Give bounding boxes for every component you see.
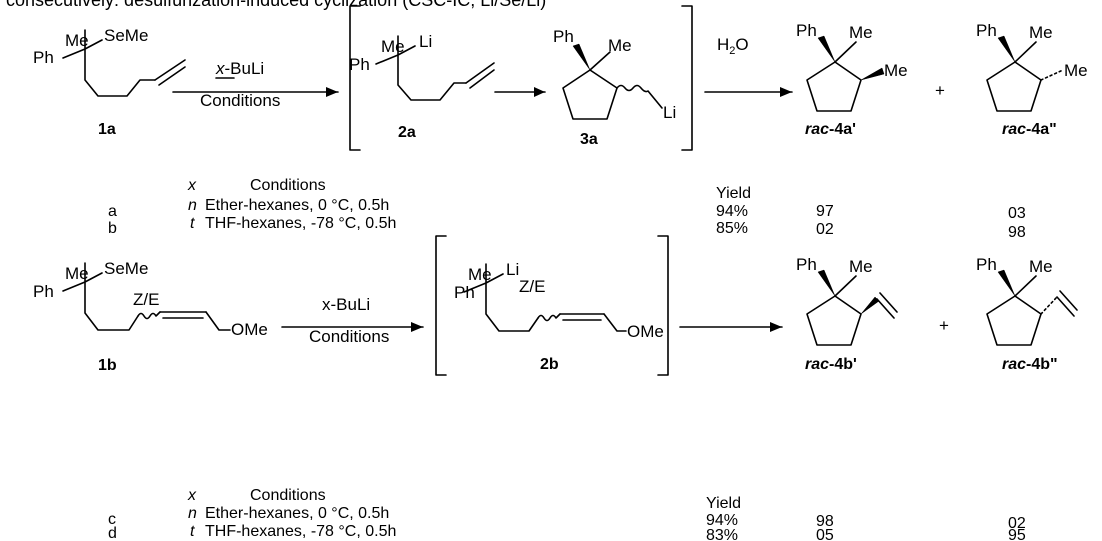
plus-sign-2: +: [939, 316, 949, 335]
structure-3a: Ph Me Li: [553, 27, 676, 122]
compound-label-4a-double-prime: rac-4a": [1002, 121, 1057, 138]
reagent-row1-bottom: Conditions: [200, 91, 280, 110]
atom-ph-4a1: Ph: [796, 21, 817, 40]
atom-ph-1a: Ph: [33, 48, 54, 67]
conditions-table-2: x Conditions Yield c n Ether-hexanes, 0 …: [108, 487, 1026, 541]
structure-4b-prime: Ph Me: [796, 255, 898, 346]
table1-row-a-entry: a: [108, 203, 117, 220]
bracket-right-2: [657, 235, 669, 376]
table2-row-c-p1: 98: [816, 513, 834, 530]
atom-seme-1a: SeMe: [104, 26, 148, 45]
table1-row-b-p2: 98: [1008, 224, 1026, 241]
reagent-row2-top: x-BuLi: [322, 295, 370, 314]
table2-header-conditions: Conditions: [250, 487, 326, 504]
atom-ph-4b2: Ph: [976, 255, 997, 274]
atom-me-4a2-a: Me: [1029, 23, 1053, 42]
table2-row-d-entry: d: [108, 525, 117, 541]
table1-row-a-x: n: [188, 197, 197, 214]
table2-row-d-x: t: [190, 523, 195, 540]
atom-me-1a: Me: [65, 31, 89, 50]
table2-header-yield: Yield: [706, 495, 741, 512]
atom-ze-1b: Z/E: [133, 290, 159, 309]
table1-row-a-p2: 03: [1008, 205, 1026, 222]
structure-4a-prime: Ph Me Me: [796, 21, 908, 112]
bracket-right-1: [681, 5, 693, 151]
table2-row-d-p1: 05: [816, 527, 834, 541]
table1-row-a-p1: 97: [816, 203, 834, 220]
table1-row-b-entry: b: [108, 220, 117, 237]
compound-label-4b-double-prime: rac-4b": [1002, 356, 1058, 373]
atom-ph-1b: Ph: [33, 282, 54, 301]
arrow-head-quench: [780, 87, 792, 97]
structure-1b: Me Ph SeMe Z/E OMe: [33, 259, 268, 339]
table1-row-b-p1: 02: [816, 221, 834, 238]
compound-label-4b-prime: rac-4b': [805, 356, 857, 373]
reagent-row1-top: x-BuLi: [215, 59, 264, 78]
compound-label-3a: 3a: [580, 131, 598, 148]
atom-ome-2b: OMe: [627, 322, 664, 341]
table2-row-c-x: n: [188, 505, 197, 522]
compound-label-2b: 2b: [540, 356, 559, 373]
atom-ph-4a2: Ph: [976, 21, 997, 40]
atom-me-3a: Me: [608, 36, 632, 55]
table1-row-b-x: t: [190, 215, 195, 232]
atom-me-1b: Me: [65, 264, 89, 283]
atom-li-2b: Li: [506, 260, 519, 279]
atom-ph-2a: Ph: [349, 55, 370, 74]
table2-row-d-yield: 83%: [706, 527, 738, 541]
table1-header-x: x: [187, 177, 197, 194]
atom-li-2a: Li: [419, 32, 432, 51]
arrow-head-intramolecular: [534, 87, 545, 97]
conditions-table-1: x Conditions Yield a n Ether-hexanes, 0 …: [108, 177, 1026, 241]
table2-row-d-p2: 95: [1008, 527, 1026, 541]
atom-ph-4b1: Ph: [796, 255, 817, 274]
header-text: consecutively: desulfurization-induced c…: [6, 0, 546, 10]
table2-row-c-conditions: Ether-hexanes, 0 °C, 0.5h: [205, 505, 389, 522]
plus-sign-1: +: [935, 81, 945, 100]
atom-me-4a2-b: Me: [1064, 61, 1088, 80]
compound-label-1b: 1b: [98, 357, 117, 374]
atom-seme-1b: SeMe: [104, 259, 148, 278]
arrow-head-3: [770, 322, 782, 332]
table2-header-x: x: [187, 487, 197, 504]
table1-row-a-yield: 94%: [716, 203, 748, 220]
atom-me-4b1: Me: [849, 257, 873, 276]
compound-label-4a-prime: rac-4a': [805, 121, 856, 138]
table2-row-d-conditions: THF-hexanes, -78 °C, 0.5h: [205, 523, 396, 540]
structure-2a: Me Ph Li: [349, 32, 495, 101]
reagent-water: H2O: [717, 35, 749, 57]
table1-row-a-conditions: Ether-hexanes, 0 °C, 0.5h: [205, 197, 389, 214]
table2-row-c-entry: c: [108, 511, 116, 528]
table1-header-conditions: Conditions: [250, 177, 326, 194]
bracket-left-2: [435, 235, 447, 376]
atom-li-3a: Li: [663, 103, 676, 122]
atom-me-2b: Me: [468, 265, 492, 284]
atom-me-2a: Me: [381, 37, 405, 56]
arrow-head-2: [411, 322, 423, 332]
structure-4b-double-prime: Ph Me: [976, 255, 1078, 346]
atom-ze-2b: Z/E: [519, 277, 545, 296]
atom-me-4b2: Me: [1029, 257, 1053, 276]
table1-row-b-yield: 85%: [716, 220, 748, 237]
atom-ome-1b: OMe: [231, 320, 268, 339]
table1-row-b-conditions: THF-hexanes, -78 °C, 0.5h: [205, 215, 396, 232]
compound-label-2a: 2a: [398, 124, 416, 141]
atom-me-4a1-a: Me: [849, 23, 873, 42]
structure-1a: Me Ph SeMe: [33, 26, 186, 97]
bracket-left-1: [349, 5, 361, 151]
table1-header-yield: Yield: [716, 185, 751, 202]
compound-label-1a: 1a: [98, 121, 116, 138]
atom-me-4a1-b: Me: [884, 61, 908, 80]
atom-ph-3a: Ph: [553, 27, 574, 46]
arrow-head-1: [326, 87, 338, 97]
table2-row-c-yield: 94%: [706, 512, 738, 529]
reagent-row2-bottom: Conditions: [309, 327, 389, 346]
table2-row-c-p2: 02: [1008, 515, 1026, 532]
structure-2b: Me Ph Li Z/E OMe: [454, 260, 664, 341]
atom-ph-2b: Ph: [454, 283, 475, 302]
structure-4a-double-prime: Ph Me Me: [976, 21, 1088, 112]
